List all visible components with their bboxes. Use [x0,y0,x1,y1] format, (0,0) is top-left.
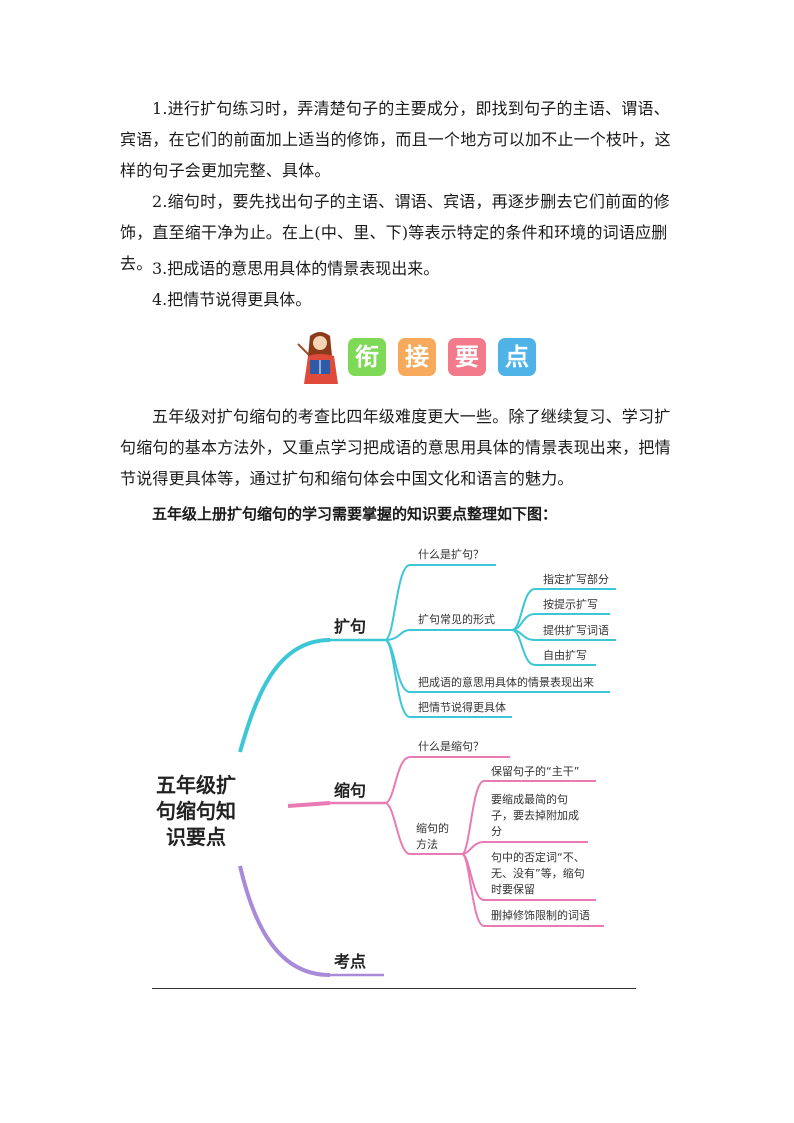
shrink-what: 什么是缩句？ [418,740,484,753]
form-item-1: 指定扩写部分 [543,572,609,586]
root-line-2: 句缩句知 [156,799,236,823]
branch-expand-label: 扩句 [334,617,366,636]
form-item-3: 提供扩写词语 [543,623,609,637]
method-negation-line-2: 无、没有”等，缩句 [491,866,585,880]
form-item-2: 按提示扩写 [543,597,598,611]
mindmap-root: 五年级扩 句缩句知 识要点 [156,773,236,849]
branch-exam-label: 考点 [334,952,366,971]
expand-idiom: 把成语的意思用具体的情景表现出来 [418,675,594,689]
section-banner: 衔 接 要 点 [296,330,546,384]
shrink-method-line-1: 缩句的 [416,821,449,835]
branch-expand [238,564,616,753]
paragraph-plot: 4.把情节说得更具体。 [152,290,312,309]
method-negation-line-1: 句中的否定词“不、 [491,850,585,864]
paragraph-idiom: 3.把成语的意思用具体的情景表现出来。 [152,259,440,278]
branch-shrink [287,756,604,927]
expand-what: 什么是扩句？ [418,547,484,561]
form-item-4: 自由扩写 [543,648,587,662]
branch-shrink-label: 缩句 [334,781,366,800]
method-simplest-line-2: 子，要去掉附加成 [491,808,579,822]
shrink-method-line-2: 方法 [416,837,438,851]
method-keep-trunk: 保留句子的“主干” [491,764,579,778]
root-line-3: 识要点 [166,825,226,849]
root-line-1: 五年级扩 [156,773,236,797]
method-negation-line-3: 时要保留 [491,882,535,896]
paragraph-expand-tips: 1.进行扩句练习时，弄清楚句子的主要成分，即找到句子的主语、谓语、宾语，在它们的… [120,99,671,180]
banner-tile-3: 要 [448,338,486,376]
banner-tile-4: 点 [498,338,536,376]
paragraph-shrink-tips: 2.缩句时，要先找出句子的主语、谓语、宾语，再逐步删去它们前面的修饰，直至缩干净… [120,192,670,273]
method-simplest-line-3: 分 [491,825,502,838]
paragraph-intro: 五年级对扩句缩句的考查比四年级难度更大一些。除了继续复习、学习扩句缩句的基本方法… [120,407,671,488]
method-simplest-line-1: 要缩成最简的句 [491,792,568,806]
bottom-divider [152,988,636,989]
banner-tile-2: 接 [398,338,436,376]
branch-exam [238,865,384,977]
mindmap-heading: 五年级上册扩句缩句的学习需要掌握的知识要点整理如下图： [152,505,558,523]
expand-plot: 把情节说得更具体 [418,700,506,714]
teacher-reading-icon [297,332,338,384]
method-remove-modifiers: 删掉修饰限制的词语 [491,908,590,922]
expand-forms: 扩句常见的形式 [418,612,495,626]
banner-tile-1: 衔 [348,338,386,376]
